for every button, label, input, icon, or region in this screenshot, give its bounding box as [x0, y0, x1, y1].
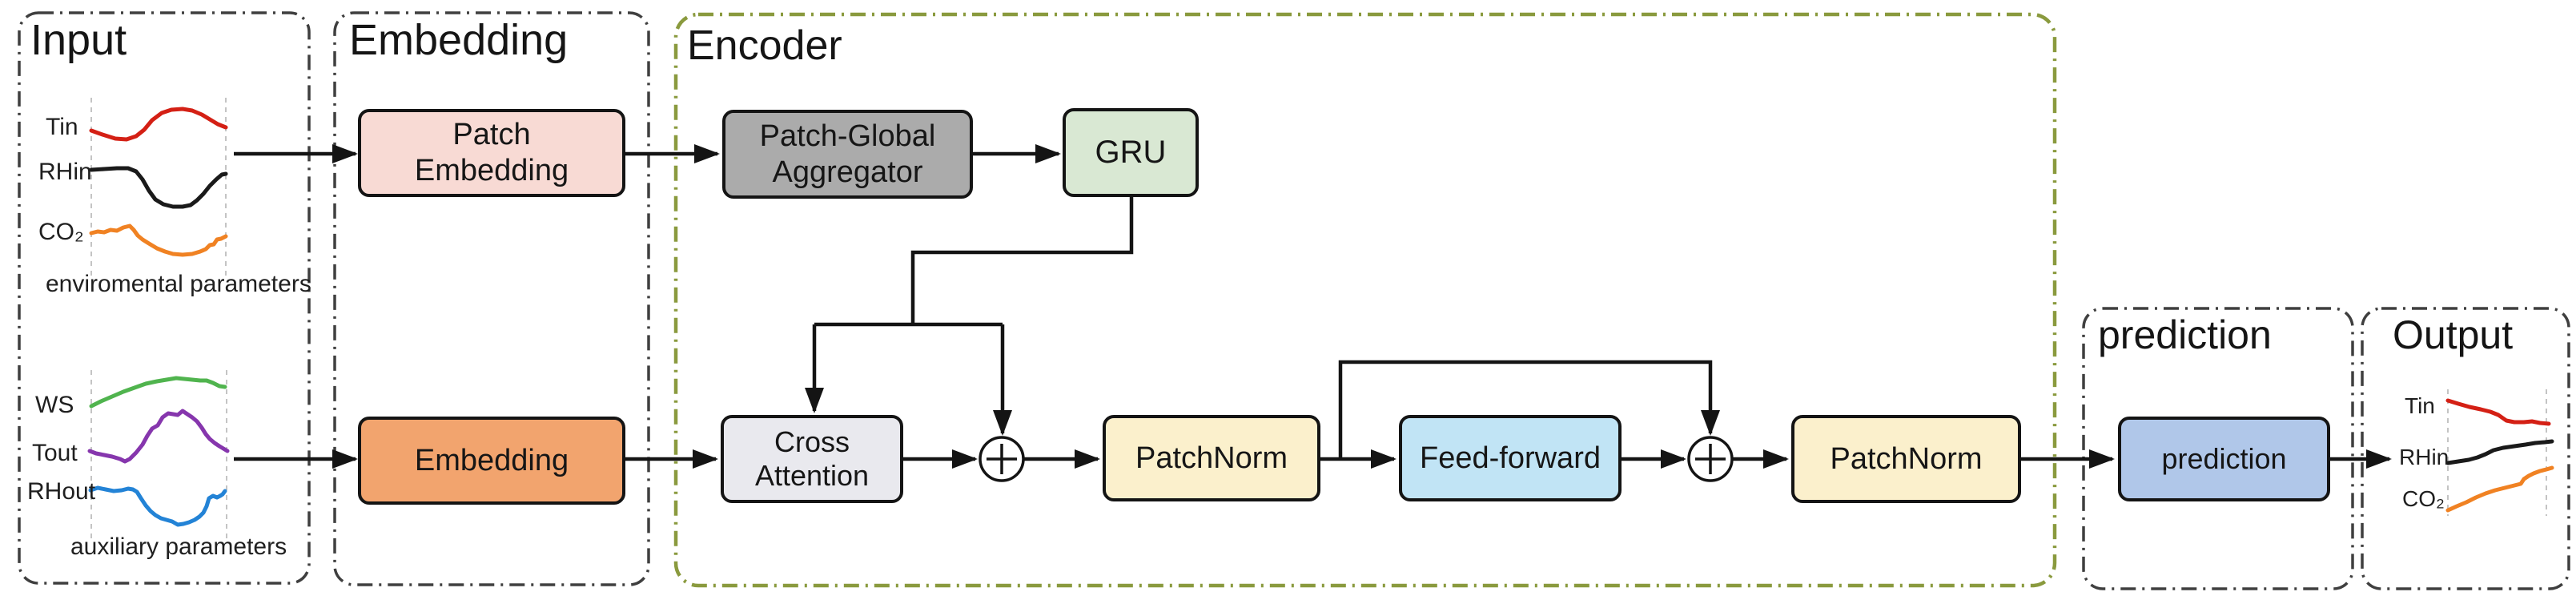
tout-input-label: Tout [32, 440, 78, 466]
patchnorm-1-block: PatchNorm [1103, 415, 1320, 501]
input-panel-title: Input [30, 16, 127, 64]
input-panel-border [18, 11, 311, 585]
patch-embedding-block: Patch Embedding [358, 109, 625, 197]
feed-forward-block: Feed-forward [1399, 415, 1622, 501]
add-node-1 [979, 436, 1025, 482]
prediction-panel-title: prediction [2098, 312, 2272, 357]
embedding-panel-title: Embedding [349, 16, 569, 64]
tin-output-curve [2445, 398, 2551, 426]
cross-attention-block: Cross Attention [721, 415, 903, 503]
rhin-input-curve [89, 166, 228, 209]
co2-input-label: CO₂ [38, 219, 84, 245]
environmental-parameters-caption: enviromental parameters [46, 271, 311, 297]
rhin-input-label: RHin [38, 159, 92, 185]
rhout-input-label: RHout [27, 478, 96, 505]
embedding-panel-border [333, 11, 650, 586]
encoder-panel-title: Encoder [687, 22, 842, 69]
skip-connection-to-add-2 [1338, 360, 1720, 459]
rhin-output-label: RHin [2399, 445, 2449, 469]
gru-block: GRU [1063, 108, 1199, 197]
tin-output-label: Tin [2405, 393, 2435, 418]
ws-input-curve [89, 376, 227, 409]
patchnorm-2-block: PatchNorm [1791, 415, 2021, 503]
output-panel-title: Output [2393, 312, 2514, 357]
tout-input-curve [87, 409, 230, 464]
output-panel-border [2361, 307, 2570, 590]
plus-icon [987, 444, 1017, 474]
rhout-input-curve [88, 485, 227, 527]
prediction-panel-border [2082, 307, 2354, 590]
tin-input-curve [89, 107, 228, 142]
add-node-2 [1687, 436, 1734, 482]
ws-input-label: WS [35, 392, 74, 418]
prediction-block: prediction [2118, 417, 2330, 501]
plus-icon [1695, 444, 1726, 474]
tin-input-label: Tin [46, 114, 78, 140]
co2-output-label: CO₂ [2402, 486, 2445, 511]
auxiliary-parameters-caption: auxiliary parameters [70, 534, 287, 560]
rhin-output-curve [2445, 439, 2554, 465]
gru-output-elbow [910, 197, 1134, 324]
embedding-block: Embedding [358, 417, 625, 505]
patch-global-aggregator-block: Patch-Global Aggregator [722, 110, 973, 199]
co2-input-curve [89, 223, 228, 257]
encoder-panel-border [673, 12, 2057, 588]
co2-output-curve [2445, 465, 2554, 513]
